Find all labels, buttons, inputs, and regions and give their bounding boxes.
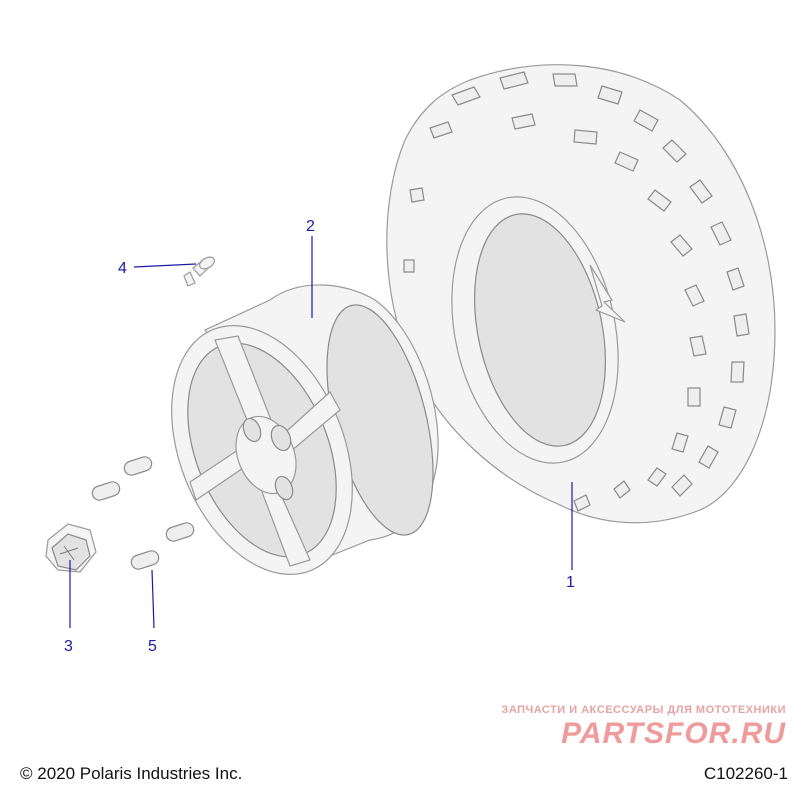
center-cap bbox=[45, 523, 97, 573]
tire-tread bbox=[403, 71, 750, 512]
callout-3[interactable]: 3 bbox=[64, 638, 73, 655]
copyright-notice: © 2020 Polaris Industries Inc. bbox=[20, 764, 243, 783]
diagram-code: C102260-1 bbox=[703, 764, 788, 783]
valve-stem bbox=[183, 256, 215, 287]
watermark-brand: PARTSFOR.RU bbox=[561, 717, 786, 750]
callout-1[interactable]: 1 bbox=[566, 574, 575, 591]
callout-4[interactable]: 4 bbox=[118, 260, 127, 277]
leader-lines bbox=[69, 236, 573, 629]
tire bbox=[386, 64, 776, 524]
callout-2[interactable]: 2 bbox=[306, 218, 315, 235]
callout-5[interactable]: 5 bbox=[148, 638, 157, 655]
lug-nuts bbox=[91, 456, 195, 570]
wheel-rim bbox=[171, 284, 439, 575]
watermark-logo: ЗАПЧАСТИ И АКСЕССУАРЫ ДЛЯ МОТОТЕХНИКИ PA… bbox=[490, 704, 786, 752]
watermark-tagline: ЗАПЧАСТИ И АКСЕССУАРЫ ДЛЯ МОТОТЕХНИКИ bbox=[501, 704, 786, 716]
